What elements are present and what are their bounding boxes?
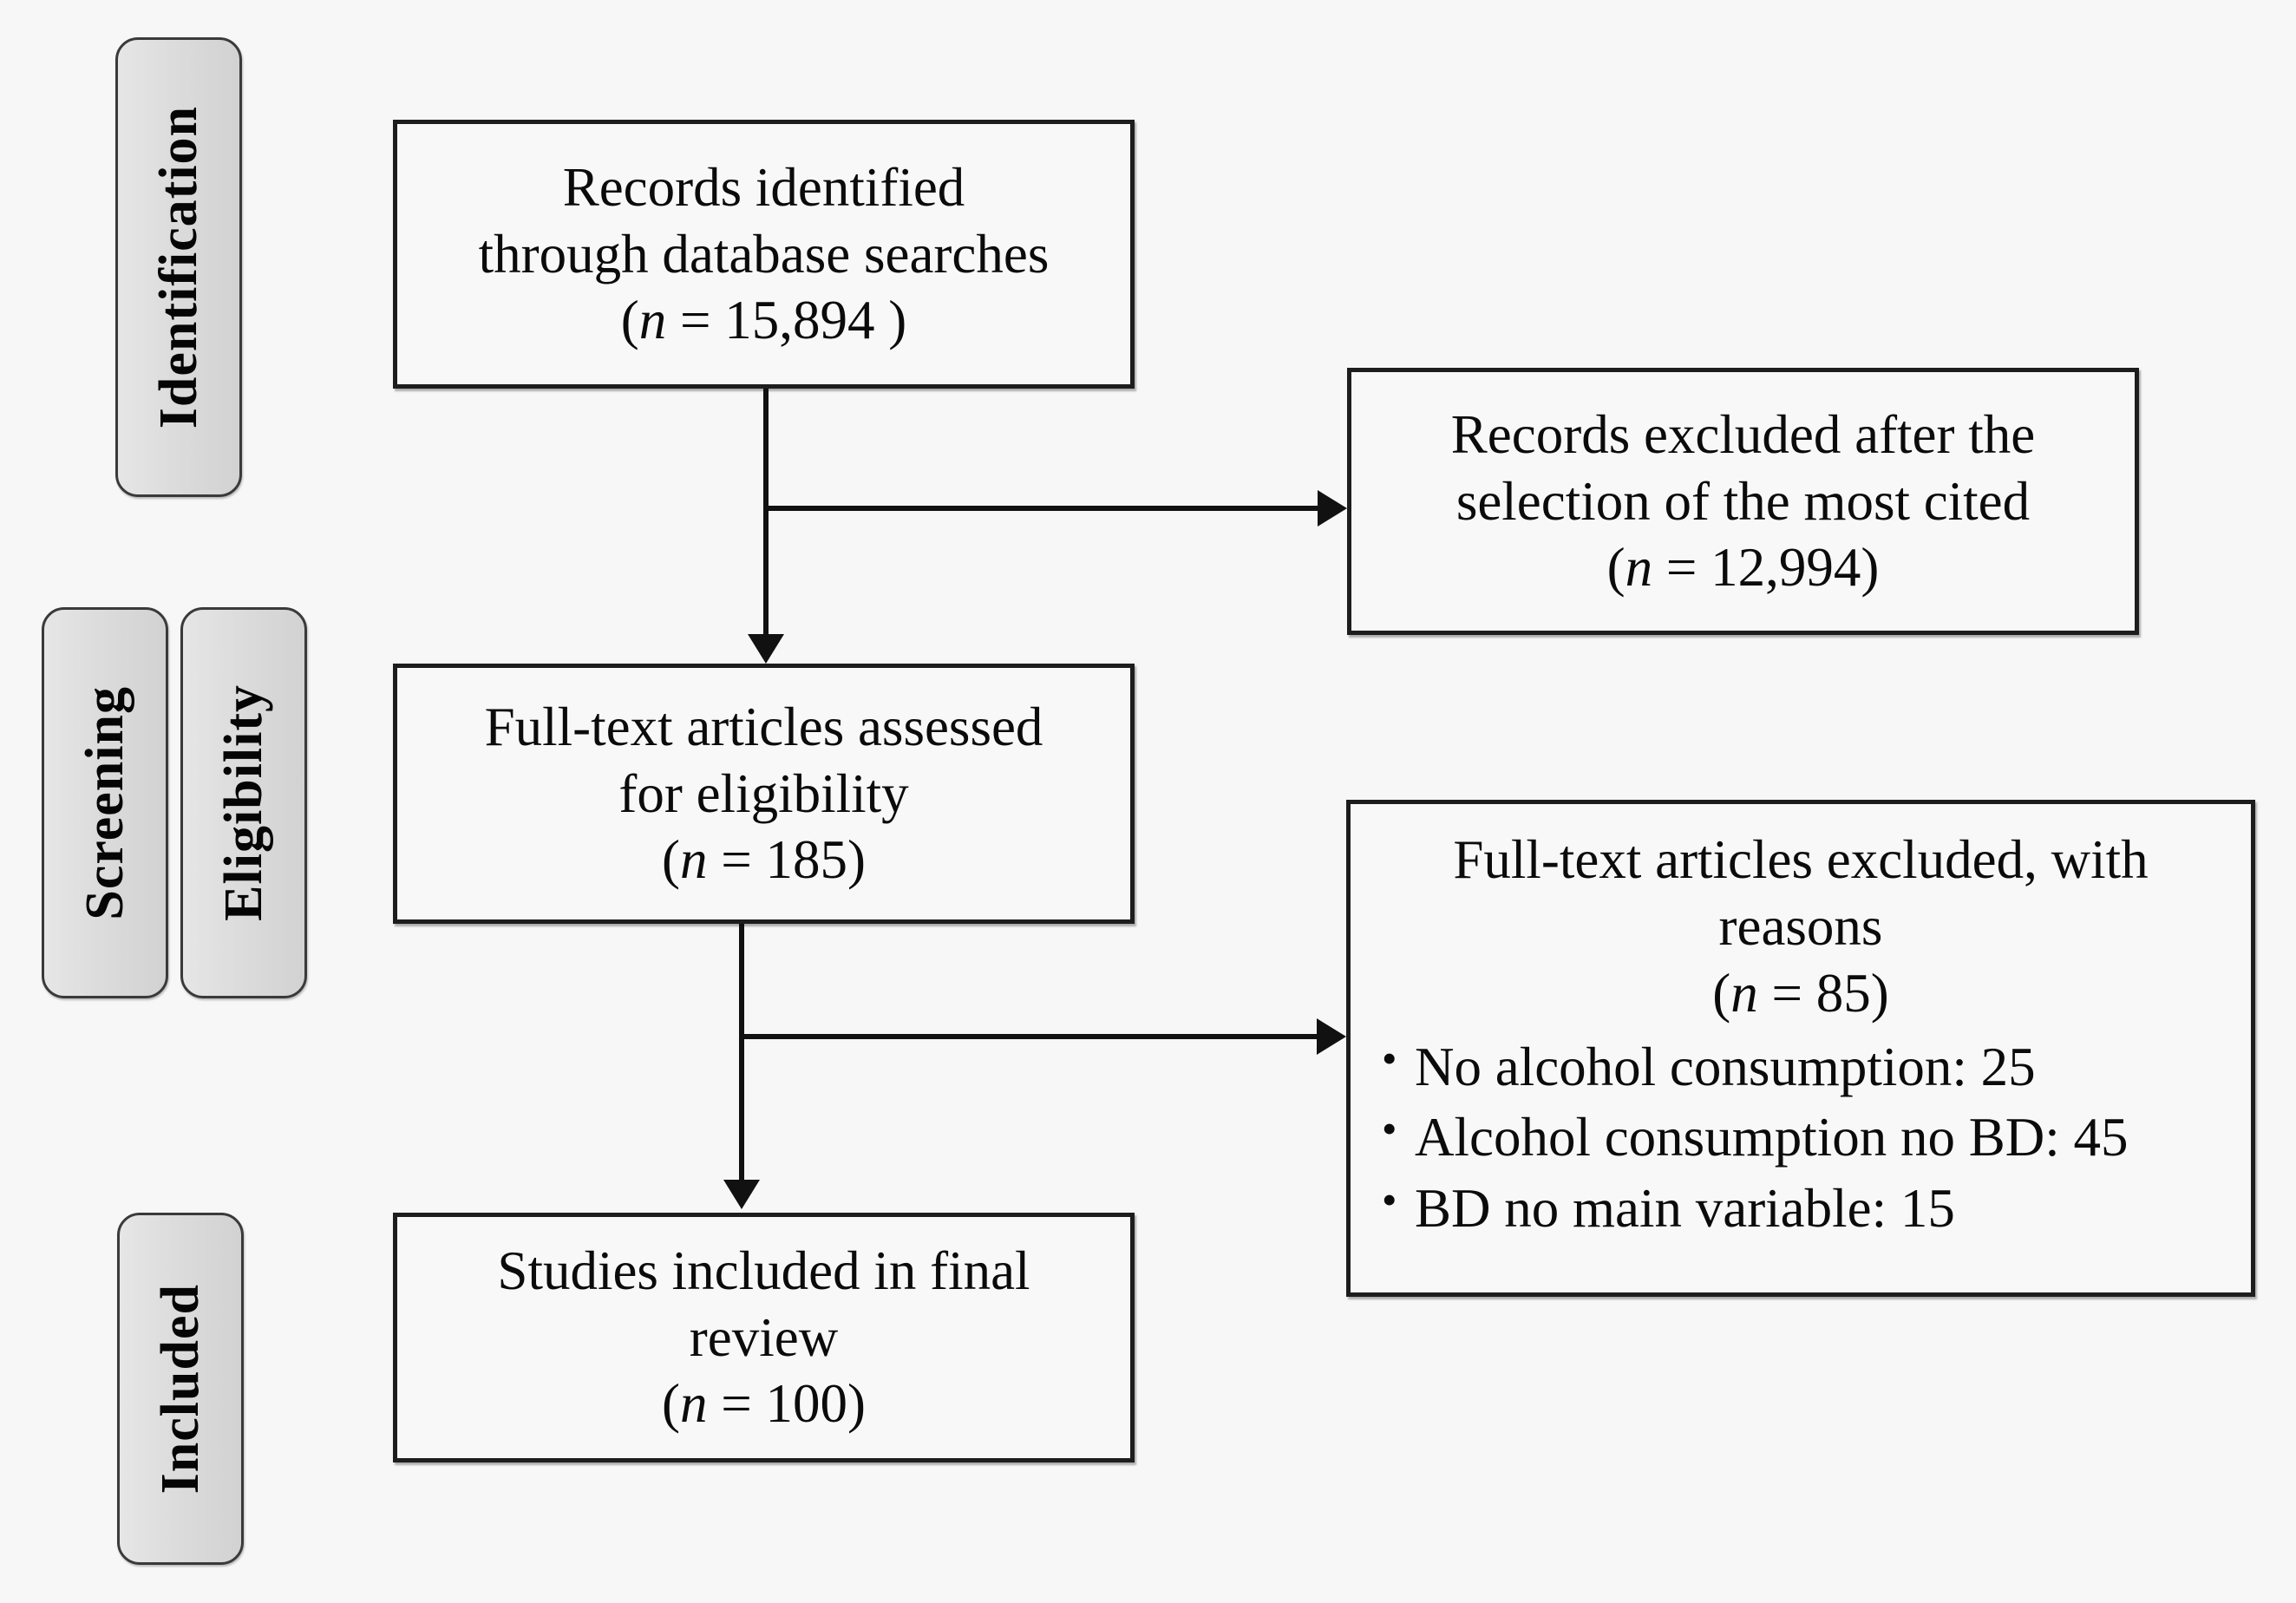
- stage-label-screening: Screening: [75, 685, 134, 920]
- studies-included-count: (n = 100): [662, 1371, 866, 1437]
- records-identified-line-1: Records identified: [562, 156, 965, 218]
- box-studies-included: Studies included in final review (n = 10…: [393, 1213, 1135, 1462]
- records-identified-count: (n = 15,894 ): [621, 287, 907, 354]
- records-excluded-count: (n = 12,994): [1607, 534, 1880, 601]
- box-records-identified: Records identified through database sear…: [393, 120, 1135, 389]
- connector-assessed-to-included-line: [739, 924, 744, 1181]
- stage-label-eligibility: Eligibility: [214, 684, 273, 921]
- exclusion-reason-item: BD no main variable: 15: [1380, 1172, 2251, 1245]
- fulltext-excluded-line-1: Full-text articles excluded, with: [1453, 829, 2149, 890]
- paren-close: ): [847, 1373, 866, 1435]
- connector-assessed-to-fulltext-excluded-arrowhead: [1317, 1018, 1346, 1055]
- count-value: 12,994: [1711, 537, 1861, 599]
- connector-identified-to-excluded-line: [763, 506, 1321, 511]
- connector-identified-to-excluded-arrowhead: [1318, 490, 1347, 527]
- equals-sign: =: [707, 829, 766, 891]
- equals-sign: =: [666, 290, 725, 351]
- connector-assessed-to-fulltext-excluded-line: [739, 1034, 1320, 1039]
- equals-sign: =: [707, 1373, 766, 1435]
- connector-assessed-to-included-arrowhead: [723, 1180, 760, 1209]
- count-value: 100: [765, 1373, 848, 1435]
- stage-tab-identification: Identification: [115, 37, 242, 497]
- count-value: 185: [765, 829, 848, 891]
- exclusion-reason-list: No alcohol consumption: 25 Alcohol consu…: [1351, 1030, 2251, 1246]
- studies-included-line-1: Studies included in final: [497, 1240, 1030, 1301]
- stage-tab-eligibility: Eligibility: [180, 607, 307, 998]
- stage-tab-included: Included: [117, 1213, 244, 1565]
- records-excluded-line-2: selection of the most cited: [1455, 470, 2031, 532]
- stage-label-included: Included: [151, 1283, 210, 1495]
- exclusion-reason-item: No alcohol consumption: 25: [1380, 1030, 2251, 1103]
- stage-label-identification: Identification: [149, 105, 208, 429]
- paren-open: (: [620, 290, 639, 351]
- paren-open: (: [1606, 537, 1626, 599]
- box-records-excluded: Records excluded after the selection of …: [1347, 368, 2139, 635]
- fulltext-excluded-count: (n = 85): [1351, 960, 2251, 1027]
- equals-sign: =: [1757, 962, 1816, 1024]
- connector-identified-to-assessed-line: [763, 389, 769, 636]
- connector-identified-to-assessed-arrowhead: [748, 634, 784, 664]
- paren-open: (: [1712, 962, 1731, 1024]
- records-identified-line-2: through database searches: [478, 223, 1050, 285]
- box-fulltext-excluded: Full-text articles excluded, with reason…: [1346, 800, 2255, 1297]
- paren-open: (: [662, 1373, 680, 1435]
- n-symbol: n: [638, 290, 667, 351]
- stage-tab-screening: Screening: [42, 607, 168, 998]
- paren-close: ): [888, 290, 907, 351]
- fulltext-excluded-line-2: reasons: [1718, 895, 1883, 957]
- paren-close: ): [1861, 537, 1880, 599]
- exclusion-reason-item: Alcohol consumption no BD: 45: [1380, 1101, 2251, 1174]
- equals-sign: =: [1652, 537, 1711, 599]
- n-symbol: n: [1625, 537, 1653, 599]
- fulltext-assessed-line-2: for eligibility: [618, 762, 909, 824]
- n-symbol: n: [1730, 962, 1758, 1024]
- paren-close: ): [1870, 962, 1889, 1024]
- n-symbol: n: [679, 829, 708, 891]
- paren-close: ): [847, 829, 866, 891]
- box-fulltext-assessed: Full-text articles assessed for eligibil…: [393, 664, 1135, 924]
- fulltext-assessed-line-1: Full-text articles assessed: [484, 696, 1043, 757]
- count-value: 85: [1815, 962, 1871, 1024]
- studies-included-line-2: review: [689, 1306, 839, 1368]
- records-excluded-line-1: Records excluded after the: [1450, 403, 2036, 465]
- fulltext-assessed-count: (n = 185): [662, 827, 866, 893]
- paren-open: (: [662, 829, 680, 891]
- count-value: 15,894: [724, 290, 889, 351]
- n-symbol: n: [679, 1373, 708, 1435]
